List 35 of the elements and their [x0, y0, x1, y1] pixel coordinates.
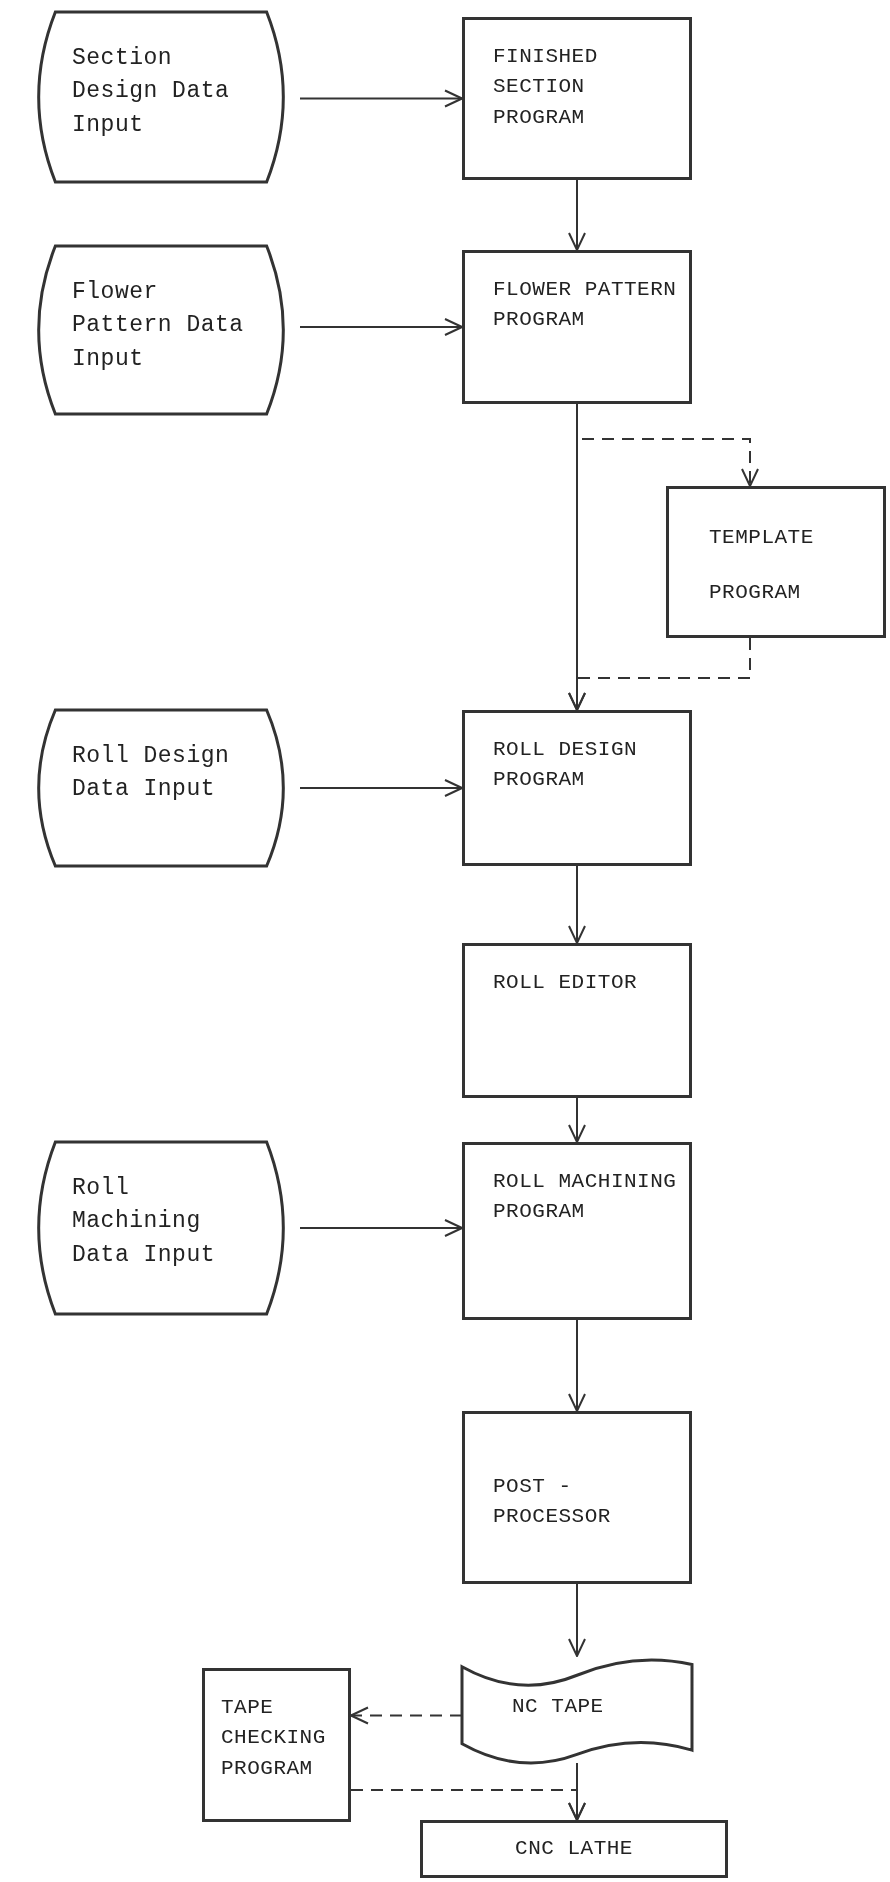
- node-label: Section Design Data Input: [72, 44, 231, 140]
- arrow: [568, 179, 586, 251]
- node-label: ROLL DESIGN PROGRAM: [493, 737, 639, 794]
- node-label: TEMPLATE PROGRAM: [709, 525, 815, 606]
- node-label: POST - PROCESSOR: [493, 1474, 612, 1531]
- arrow: [568, 1319, 586, 1412]
- process-box: [420, 1820, 728, 1878]
- node-label: CNC LATHE: [515, 1835, 633, 1862]
- node-label: Roll Machining Data Input: [72, 1174, 217, 1270]
- node-label: Flower Pattern Data Input: [72, 278, 245, 374]
- process-box: [462, 17, 692, 180]
- node-label: FINISHED SECTION PROGRAM: [493, 44, 599, 131]
- arrow: [568, 637, 751, 711]
- arrow: [568, 1583, 586, 1657]
- arrow: [299, 89, 463, 108]
- node-label: NC TAPE: [512, 1694, 605, 1720]
- arrow: [299, 318, 463, 336]
- arrow: [568, 1097, 586, 1143]
- node-label: ROLL EDITOR: [493, 970, 639, 996]
- node-label: Roll Design Data Input: [72, 742, 231, 805]
- arrow: [350, 1789, 586, 1821]
- process-box: [462, 943, 692, 1098]
- node-label: ROLL MACHINING PROGRAM: [493, 1169, 678, 1226]
- arrow: [299, 1219, 463, 1237]
- node-label: TAPE CHECKING PROGRAM: [221, 1695, 327, 1782]
- process-box: [462, 710, 692, 866]
- node-label: FLOWER PATTERN PROGRAM: [493, 277, 678, 334]
- process-box: [462, 1142, 692, 1320]
- arrow: [350, 1706, 463, 1725]
- process-box: [202, 1668, 351, 1822]
- process-box: [462, 250, 692, 404]
- arrow: [568, 865, 586, 944]
- process-box: [462, 1411, 692, 1584]
- process-box: [666, 486, 886, 638]
- arrow: [299, 779, 463, 797]
